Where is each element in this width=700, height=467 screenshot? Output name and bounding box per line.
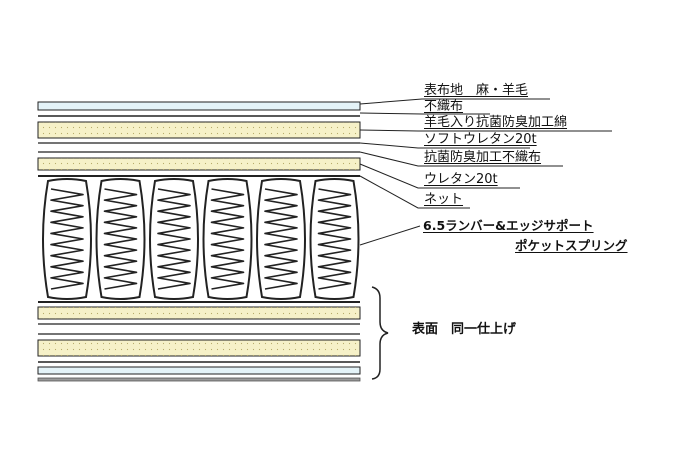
label-wool-cotton: 羊毛入り抗菌防臭加工綿 <box>424 115 568 130</box>
top-fabric-layer <box>37 101 361 111</box>
spring-coil <box>317 188 352 290</box>
bottom-bracket <box>371 286 389 380</box>
spring-coil <box>264 188 298 290</box>
spring-coil <box>157 188 191 290</box>
bottom-layers <box>37 301 361 382</box>
spring-pocket <box>309 178 360 300</box>
label-antibacterial-nonwoven: 抗菌防臭加工不織布 <box>424 150 542 165</box>
label-soft-urethane: ソフトウレタン20t <box>424 132 537 147</box>
top-layers <box>37 101 361 177</box>
label-spring-line1: 6.5ランバー&エッジサポート <box>423 218 594 233</box>
spring-pocket <box>256 178 306 300</box>
leader-lines <box>359 98 612 246</box>
spring-pocket <box>149 178 199 300</box>
spring-pocket <box>202 178 253 300</box>
spring-pocket <box>42 178 92 300</box>
label-net: ネット <box>424 192 464 207</box>
spring-coil <box>50 188 84 290</box>
bottom-edge <box>37 377 361 382</box>
label-spring-line2: ポケットスプリング <box>515 238 628 253</box>
label-nonwoven: 不織布 <box>424 99 464 114</box>
label-surface-note: 表面 同一仕上げ <box>412 322 517 337</box>
spring-coil <box>210 188 245 290</box>
label-urethane: ウレタン20t <box>424 172 498 187</box>
pocket-springs <box>42 178 360 300</box>
spring-coil <box>103 188 138 290</box>
spring-pocket <box>95 178 146 300</box>
label-outer-fabric: 表布地 麻・羊毛 <box>424 83 529 98</box>
bottom-fabric-layer <box>37 366 361 375</box>
